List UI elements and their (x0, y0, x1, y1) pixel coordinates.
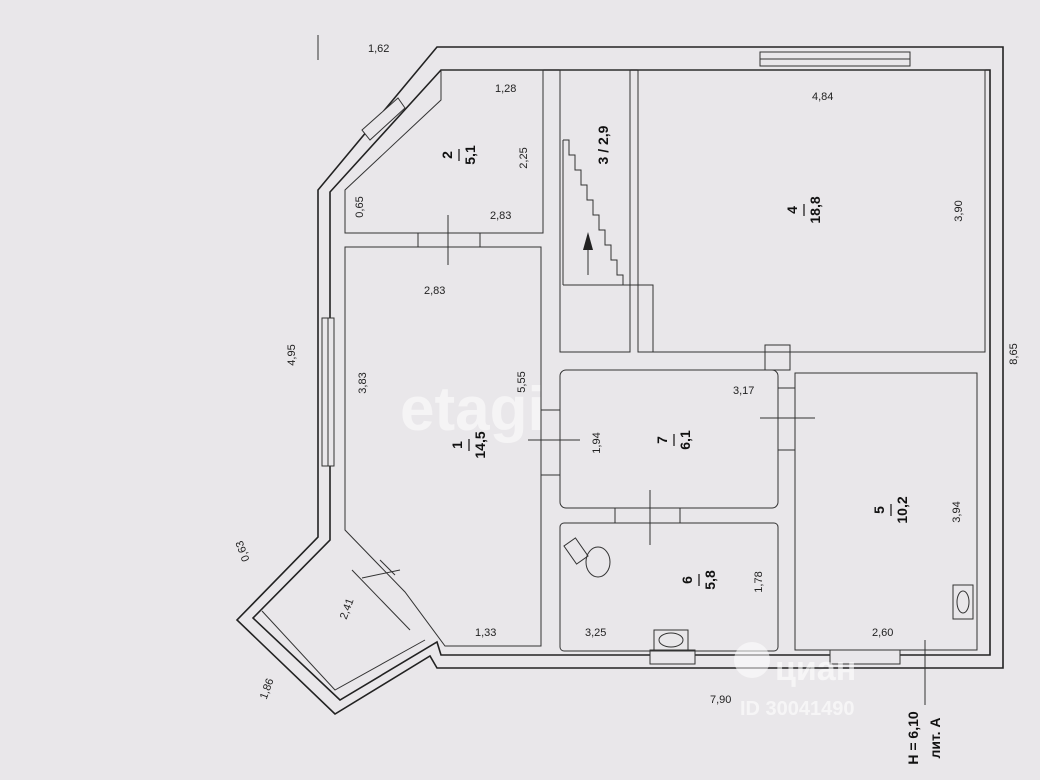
bay-window-area (261, 569, 426, 691)
svg-text:6,1: 6,1 (677, 430, 693, 450)
toilet-icon (563, 537, 611, 578)
svg-text:2,25: 2,25 (518, 147, 530, 168)
svg-text:3,25: 3,25 (585, 627, 606, 639)
svg-text:2,83: 2,83 (490, 210, 511, 222)
svg-text:5,55: 5,55 (516, 371, 528, 392)
outer-walls (235, 35, 1004, 716)
svg-text:циан: циан (775, 650, 856, 688)
room-6-label: 6 5,8 (679, 570, 718, 590)
svg-text:лит. А: лит. А (927, 717, 943, 758)
room-5[interactable] (794, 372, 978, 651)
sink-icon (653, 629, 689, 651)
watermark-cian: циан ID 30041490 (734, 642, 856, 720)
room-7[interactable] (559, 369, 779, 509)
svg-text:18,8: 18,8 (807, 196, 823, 223)
stair-arrow-icon (583, 232, 593, 250)
svg-text:1,86: 1,86 (258, 677, 277, 701)
room-1[interactable] (344, 246, 542, 647)
svg-text:2: 2 (439, 151, 455, 159)
svg-text:7,90: 7,90 (710, 694, 731, 706)
svg-text:1,62: 1,62 (368, 43, 389, 55)
room-3-stairs[interactable] (559, 69, 654, 353)
sink-icon (952, 584, 974, 620)
room-2-label: 2 5,1 (439, 145, 478, 165)
svg-text:4,95: 4,95 (286, 344, 298, 365)
svg-text:1: 1 (449, 441, 465, 449)
title-block: лит. А Н = 6,10 (905, 711, 943, 765)
room-4[interactable] (637, 69, 986, 353)
svg-text:Н = 6,10: Н = 6,10 (905, 711, 921, 765)
room-6[interactable] (559, 522, 779, 652)
svg-text:8,65: 8,65 (1008, 343, 1020, 364)
svg-text:0,63: 0,63 (234, 539, 253, 563)
svg-text:5: 5 (871, 506, 887, 514)
svg-text:1,33: 1,33 (475, 627, 496, 639)
svg-text:3,83: 3,83 (357, 372, 369, 393)
svg-text:etagi: etagi (400, 375, 545, 444)
svg-text:3,90: 3,90 (953, 200, 965, 221)
svg-text:3,17: 3,17 (733, 385, 754, 397)
svg-text:1,94: 1,94 (591, 432, 603, 453)
svg-text:1,28: 1,28 (495, 83, 516, 95)
svg-text:2,83: 2,83 (424, 285, 445, 297)
svg-text:5,8: 5,8 (702, 570, 718, 590)
room-2[interactable] (344, 69, 544, 234)
svg-text:14,5: 14,5 (472, 431, 488, 458)
svg-text:6: 6 (679, 576, 695, 584)
svg-text:3 / 2,9: 3 / 2,9 (595, 125, 611, 164)
svg-text:7: 7 (654, 436, 670, 444)
room-1-label: 1 14,5 (449, 431, 488, 458)
room-7-label: 7 6,1 (654, 430, 693, 450)
room-4-label: 4 18,8 (784, 196, 823, 223)
svg-text:2,41: 2,41 (338, 597, 357, 621)
room-3-label: 3 / 2,9 (595, 125, 611, 164)
svg-text:5,1: 5,1 (462, 145, 478, 165)
door-marks (361, 215, 815, 579)
room-5-label: 5 10,2 (871, 496, 910, 523)
svg-text:1,78: 1,78 (753, 571, 765, 592)
svg-text:10,2: 10,2 (894, 496, 910, 523)
dimension-labels: 1,62 1,28 2,25 0,65 2,83 2,83 3,83 5,55 … (234, 43, 1020, 706)
svg-text:ID 30041490: ID 30041490 (740, 698, 855, 720)
svg-text:3,94: 3,94 (951, 501, 963, 522)
svg-text:2,60: 2,60 (872, 627, 893, 639)
cian-logo-icon (734, 642, 770, 678)
watermark-etagi: etagi (400, 375, 545, 444)
svg-text:4,84: 4,84 (812, 91, 833, 103)
svg-text:4: 4 (784, 206, 800, 214)
svg-text:0,65: 0,65 (354, 196, 366, 217)
